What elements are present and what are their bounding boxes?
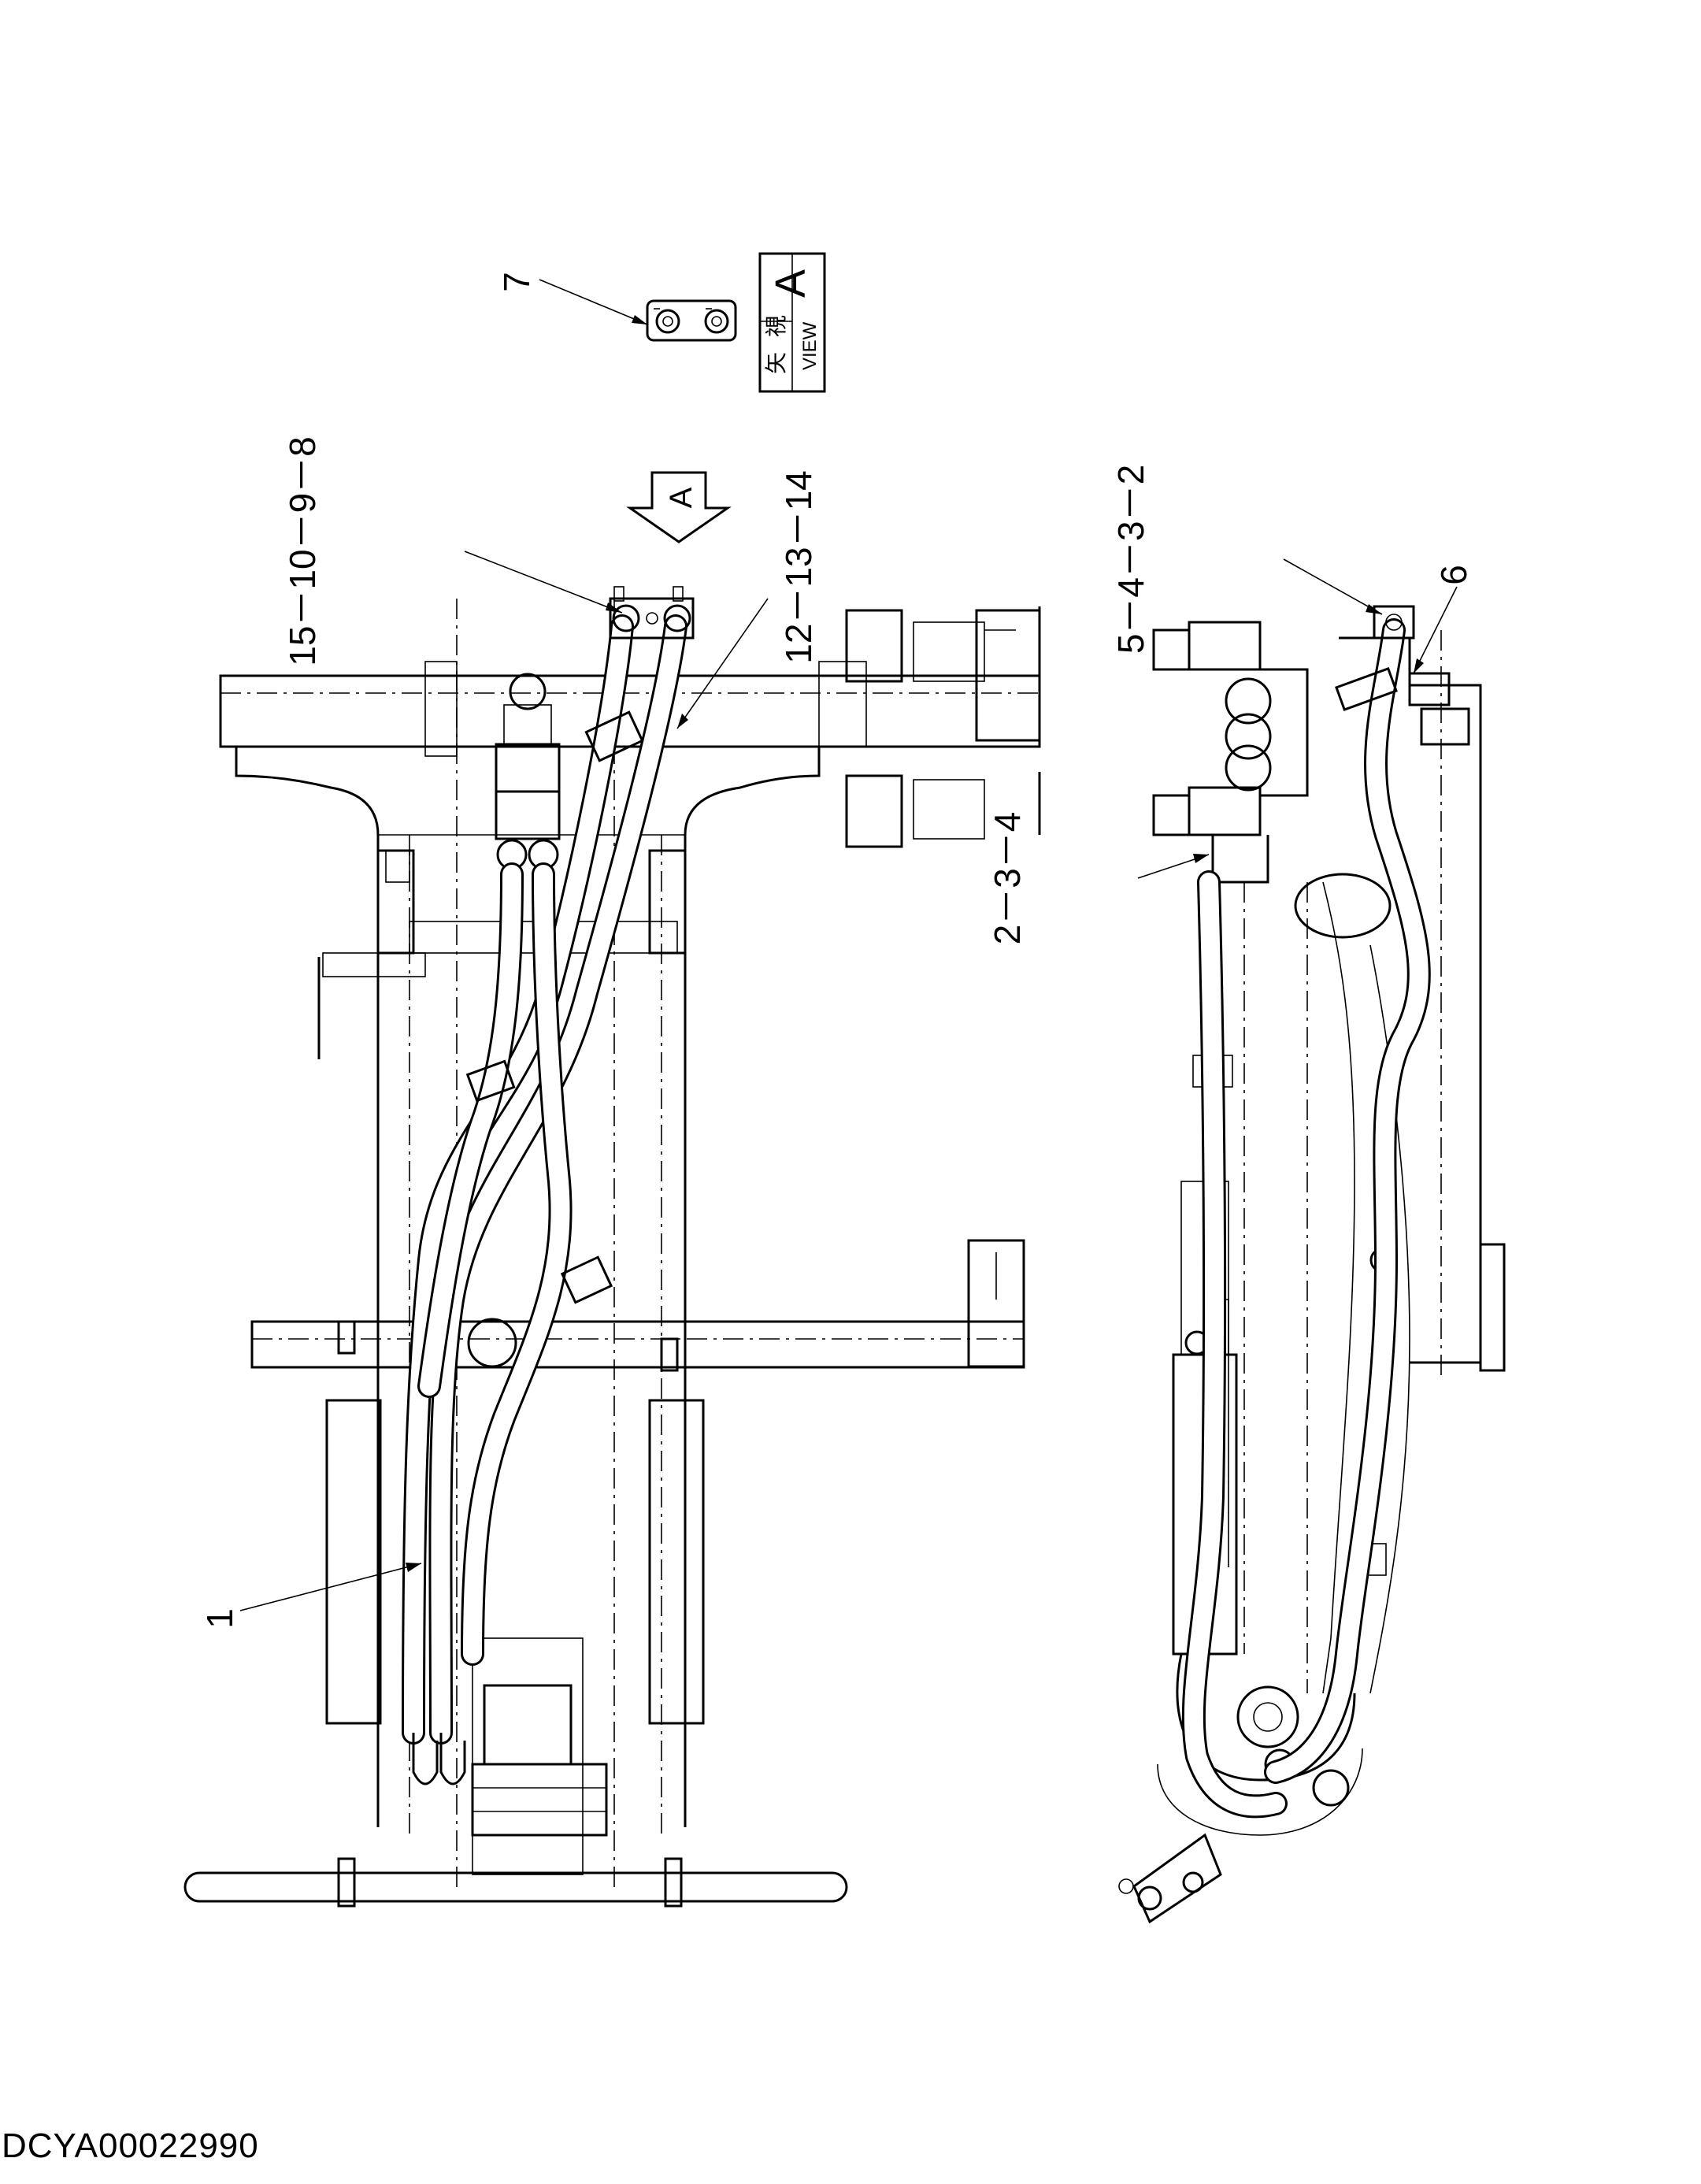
view-direction-arrow: A (626, 471, 732, 543)
callout-12-13-14: 12－13－14 (676, 470, 819, 729)
view-box-kanji-2: 視 (764, 315, 788, 337)
callout-7: 7 (496, 272, 648, 325)
view-a-box: A 矢 視 VIEW (758, 252, 826, 393)
callout-1-label: 1 (199, 1608, 240, 1629)
view-box-kanji-1: 矢 (764, 352, 788, 374)
callout-2-3-4: 2－3－4 (987, 812, 1210, 945)
right-view-hose (1181, 605, 1451, 1819)
callout-12-13-14-label: 12－13－14 (778, 470, 819, 664)
left-view-frame (183, 599, 1041, 1908)
callout-6-label: 6 (1433, 565, 1474, 585)
view-a-plate (646, 299, 737, 342)
callout-7-label: 7 (496, 272, 537, 292)
left-view-hoses (402, 586, 695, 1785)
view-box-letter: A (767, 269, 814, 298)
view-arrow-letter: A (664, 487, 699, 508)
callout-1: 1 (199, 1563, 422, 1629)
view-box-word: VIEW (799, 321, 821, 370)
callout-2-3-4-label: 2－3－4 (987, 812, 1028, 945)
callout-15-10-9-8-label: 15－10－9－8 (282, 436, 323, 666)
callout-15-10-9-8: 15－10－9－8 (282, 436, 623, 666)
right-view-frame (1118, 621, 1506, 1924)
callout-5-4-3-2-label: 5－4－3－2 (1110, 465, 1151, 654)
callout-6: 6 (1413, 565, 1474, 674)
drawing-code: DCYA00022990 (2, 2127, 259, 2165)
callout-5-4-3-2: 5－4－3－2 (1110, 465, 1383, 654)
